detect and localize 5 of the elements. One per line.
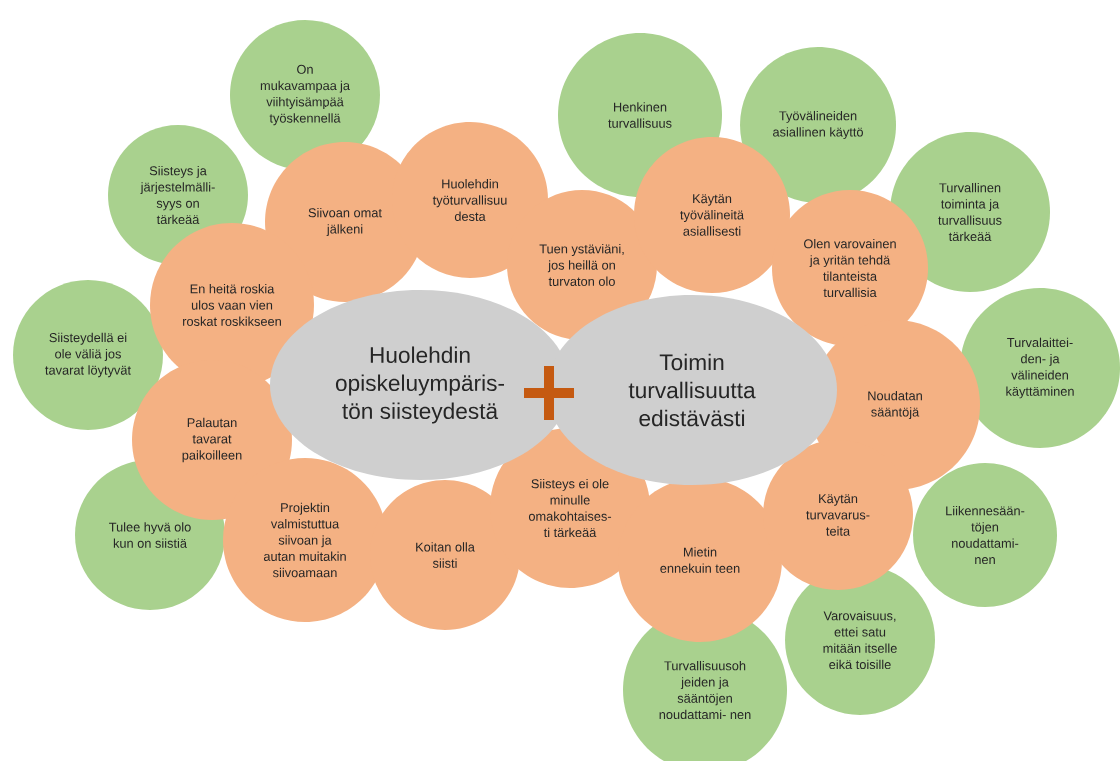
node-label: Koitan olla siisti [416,542,475,568]
node-label: Noudatan sääntöjä [868,390,922,420]
node-label: Mietin ennekuin teen [660,547,740,573]
node-label: Huolehdin työturvallisuu desta [432,179,507,221]
node-label: Käytän turvavarus- teita [806,494,870,536]
